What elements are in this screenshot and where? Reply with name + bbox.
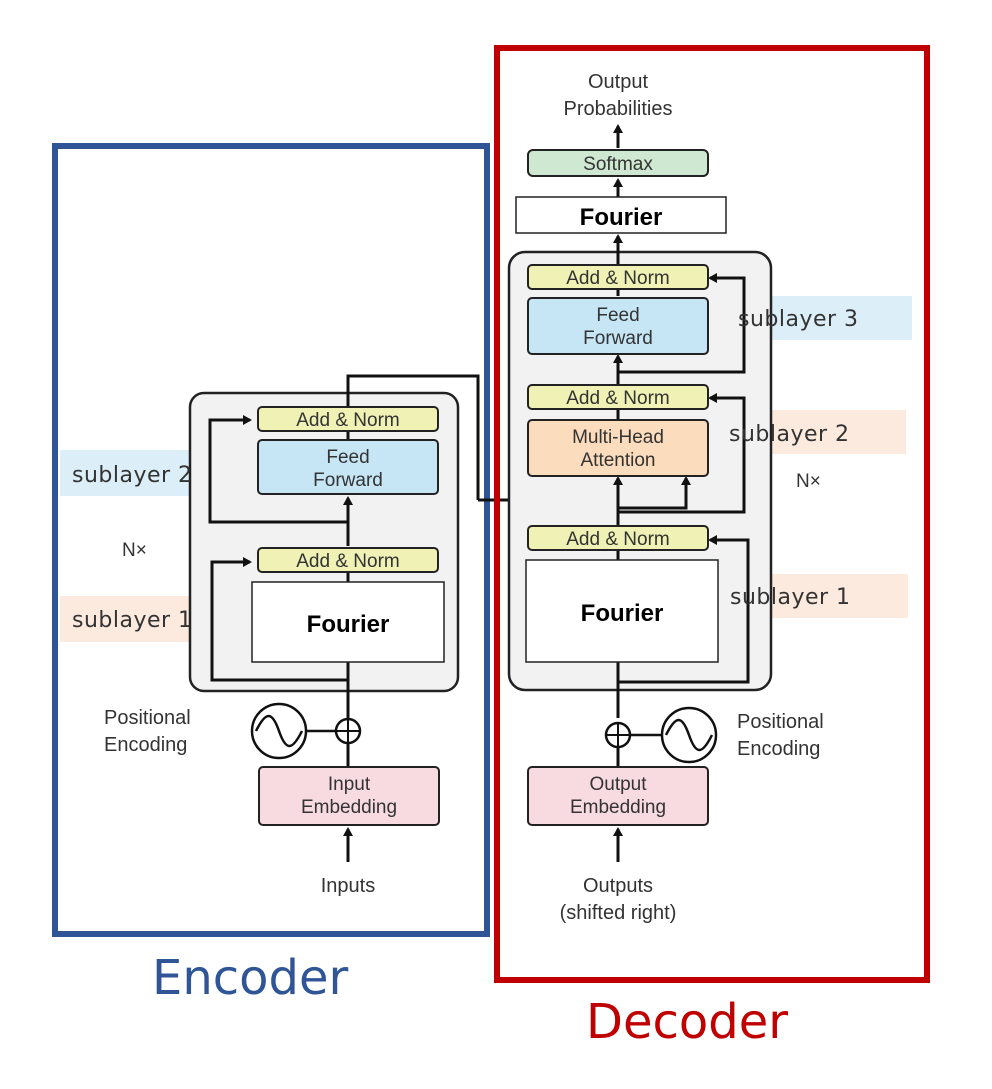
decoder-frame (494, 45, 930, 983)
decoder-repeat-label: N× (796, 471, 821, 492)
decoder-wires (613, 124, 750, 862)
decoder-title: Decoder (586, 994, 788, 1050)
multi-head-attention-label-1: Multi-Head (572, 427, 664, 448)
encoder-fourier-box (251, 581, 445, 663)
encoder-fourier-label: Fourier (307, 611, 390, 638)
decoder-sublayer-1-label: sublayer 1 (730, 585, 851, 610)
decoder-fourier-box (525, 559, 719, 663)
decoder-sublayer-2-label: sublayer 2 (729, 422, 850, 447)
softmax-label: Softmax (583, 154, 653, 175)
decoder-add-norm-2-label: Add & Norm (566, 388, 669, 409)
encoder-add-norm-top-label: Add & Norm (296, 410, 399, 431)
encoder-repeat-label: N× (122, 540, 147, 561)
encoder-title: Encoder (152, 950, 349, 1006)
decoder-fourier-top-label: Fourier (580, 204, 663, 231)
encoder-positional-label-1: Positional (104, 707, 191, 729)
encoder-feed-forward-label-1: Feed (326, 447, 369, 468)
inputs-label: Inputs (321, 875, 375, 897)
decoder-feed-forward-box (527, 297, 709, 355)
decoder-add-norm-3-label: Add & Norm (566, 268, 669, 289)
encoder-add-norm-top-box (257, 406, 439, 432)
encoder-positional-label-2: Encoding (104, 734, 187, 756)
encoder-add-norm-bottom-box (257, 547, 439, 573)
decoder-positional-label-1: Positional (737, 711, 824, 733)
encoder-feed-forward-box (257, 439, 439, 495)
output-embedding-label-2: Embedding (570, 797, 666, 818)
decoder-add-norm-3-box (527, 264, 709, 290)
softmax-box (527, 149, 709, 177)
output-embedding-label-1: Output (589, 774, 647, 795)
input-embedding-box (258, 766, 440, 826)
decoder-fourier-label: Fourier (581, 600, 664, 627)
outputs-label-1: Outputs (583, 875, 653, 897)
output-probabilities-label-1: Output (588, 71, 648, 93)
output-probabilities-label-2: Probabilities (564, 98, 673, 120)
encoder-sublayer-2-label: sublayer 2 (72, 463, 193, 488)
input-embedding-label-2: Embedding (301, 797, 397, 818)
decoder-add-norm-1-label: Add & Norm (566, 529, 669, 550)
decoder-add-norm-1-box (527, 525, 709, 551)
decoder-feed-forward-label-2: Forward (583, 328, 653, 349)
outputs-label-2: (shifted right) (560, 902, 677, 924)
multi-head-attention-label-2: Attention (581, 450, 656, 471)
encoder-feed-forward-label-2: Forward (313, 470, 383, 491)
encoder-frame (52, 143, 490, 937)
multi-head-attention-box (527, 419, 709, 477)
decoder-sublayer-3-label: sublayer 3 (738, 307, 859, 332)
decoder-add-norm-2-box (527, 384, 709, 410)
output-embedding-box (527, 766, 709, 826)
encoder-add-norm-bottom-label: Add & Norm (296, 551, 399, 572)
encoder-sublayer-1-label: sublayer 1 (72, 608, 193, 633)
decoder-positional-label-2: Encoding (737, 738, 820, 760)
decoder-feed-forward-label-1: Feed (596, 305, 639, 326)
input-embedding-label-1: Input (328, 774, 371, 795)
decoder-fourier-top-box (515, 196, 727, 234)
